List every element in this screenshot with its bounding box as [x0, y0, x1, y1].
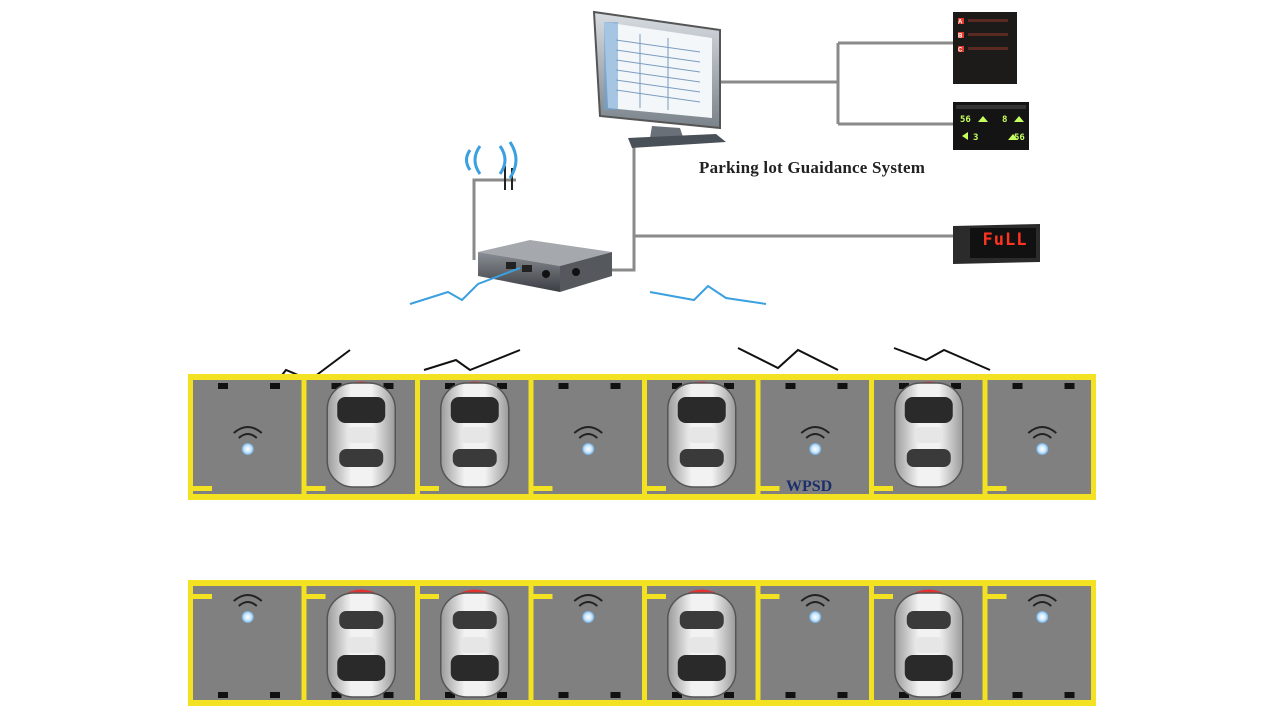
parking-space-occupied	[301, 374, 396, 500]
antenna-wire	[472, 178, 516, 260]
car-icon	[667, 589, 737, 698]
car-icon	[894, 381, 964, 488]
bottom-row	[188, 580, 1096, 706]
top-row	[188, 374, 1096, 500]
guidance-bottom-left-count: 3	[973, 133, 978, 143]
network-wires	[472, 41, 955, 272]
guidance-left-count: 56	[960, 115, 971, 125]
parking-space-occupied	[415, 374, 510, 500]
detector-label: WPSD	[786, 478, 833, 495]
car-icon	[326, 589, 396, 698]
diagram-title: Parking lot Guaidance System	[699, 158, 926, 177]
parking-space-occupied	[642, 580, 737, 706]
antenna-icon	[465, 141, 518, 190]
wireless-sensor-icon	[233, 426, 263, 455]
full-sign-text: FuLL	[982, 230, 1028, 250]
parking-space-empty	[528, 374, 621, 500]
wireless-sensor-icon	[1027, 426, 1057, 455]
parking-space-occupied	[642, 374, 737, 500]
parking-space-empty	[982, 580, 1075, 706]
car-icon	[894, 589, 964, 698]
guidance-display-icon	[953, 102, 1029, 150]
indicator-panel-icon	[953, 12, 1017, 84]
car-icon	[667, 381, 737, 488]
wireless-sensor-icon	[800, 594, 830, 623]
car-icon	[326, 381, 396, 488]
parking-space-occupied	[301, 580, 396, 706]
parking-space-empty	[188, 580, 280, 706]
parking-space-occupied	[869, 374, 964, 500]
indicator-letter-c: C	[958, 48, 963, 54]
guidance-bottom-right-count: 56	[1014, 133, 1025, 143]
wireless-sensor-icon	[233, 594, 263, 623]
parking-space-occupied	[869, 580, 964, 706]
monitor-to-hub-wire	[612, 146, 636, 272]
parking-rows	[188, 374, 1096, 706]
wireless-sensor-icon	[1027, 594, 1057, 623]
parking-space-empty	[755, 374, 848, 500]
full-sign-icon	[953, 224, 1040, 264]
computer-monitor-icon	[592, 10, 726, 148]
car-icon	[440, 381, 510, 488]
car-icon	[440, 589, 510, 698]
wireless-sensor-icon	[573, 594, 603, 623]
wireless-hub-icon	[478, 240, 612, 292]
wireless-sensor-icon	[573, 426, 603, 455]
parking-space-empty	[528, 580, 621, 706]
parking-space-empty	[188, 374, 280, 500]
wireless-sensor-icon	[800, 426, 830, 455]
guidance-right-count: 8	[1002, 115, 1007, 125]
parking-space-empty	[755, 580, 848, 706]
indicator-letter-a: A	[958, 20, 963, 26]
parking-space-empty	[982, 374, 1075, 500]
indicator-letter-b: B	[958, 34, 963, 40]
parking-space-occupied	[415, 580, 510, 706]
